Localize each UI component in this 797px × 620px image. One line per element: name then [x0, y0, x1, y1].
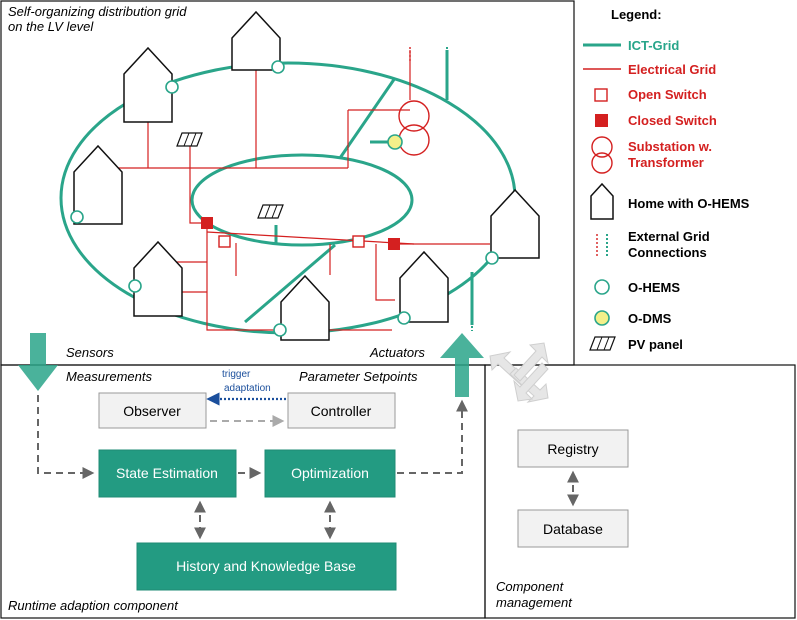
runtime-caption: Runtime adaption component [8, 598, 179, 613]
measurement-flow [37, 395, 95, 479]
closed-switch [201, 217, 213, 229]
observer-label: Observer [123, 403, 181, 419]
optimization-label: Optimization [291, 465, 369, 481]
database-box [517, 509, 629, 548]
legend-home-icon [590, 182, 614, 220]
pv-panel [257, 204, 284, 219]
house [490, 188, 540, 259]
component-panel [484, 364, 796, 619]
grid-title-line1: Self-organizing distribution grid [8, 4, 187, 19]
observer-box [98, 392, 207, 429]
house [133, 240, 183, 317]
legend-title: Legend: [611, 7, 662, 22]
ict-links [244, 50, 474, 325]
legend-transformer-icon [591, 136, 613, 174]
state-estimation-label: State Estimation [116, 465, 218, 481]
legend-transformer-label2: Transformer [628, 155, 704, 170]
house [123, 46, 173, 123]
parameter-setpoints-label: Parameter Setpoints [299, 369, 418, 384]
history-box [136, 542, 397, 591]
sensors-arrow [18, 333, 58, 391]
controller-label: Controller [311, 403, 372, 419]
legend-open-switch-label: Open Switch [628, 87, 707, 102]
open-switch [218, 235, 231, 248]
legend-pv-icon [589, 336, 616, 351]
component-link-arrows [489, 342, 549, 403]
state-estimation-box [98, 449, 237, 498]
legend-external-grid-icon [596, 234, 608, 258]
legend-closed-switch-icon [595, 114, 608, 127]
history-label: History and Knowledge Base [176, 558, 356, 574]
component-caption-line2: management [496, 595, 573, 610]
legend-electrical-label: Electrical Grid [628, 62, 716, 77]
ohems-nodes [70, 60, 499, 337]
open-switch [352, 235, 365, 248]
adaptation-label: adaptation [224, 383, 271, 394]
controller-box [287, 392, 396, 429]
legend-open-switch-icon [594, 88, 608, 102]
database-label: Database [543, 521, 603, 537]
registry-box [517, 429, 629, 468]
legend-external-grid-label1: External Grid [628, 229, 710, 244]
legend-pv-label: PV panel [628, 337, 683, 352]
legend-ohems-label: O-HEMS [628, 280, 680, 295]
substation-transformer [398, 100, 430, 156]
actuators-arrow [440, 333, 484, 397]
house [231, 10, 281, 71]
odms-node [387, 134, 403, 150]
legend-odms-icon [594, 310, 610, 326]
legend-odms-label: O-DMS [628, 311, 672, 326]
pv-panel [176, 132, 203, 147]
component-caption-line1: Component [496, 579, 565, 594]
legend-closed-switch-label: Closed Switch [628, 113, 717, 128]
legend-external-grid-label2: Connections [628, 245, 707, 260]
actuators-label: Actuators [369, 345, 425, 360]
legend-ohems-icon [594, 279, 610, 295]
grid-title-line2: on the LV level [8, 19, 94, 34]
measurements-label: Measurements [66, 369, 152, 384]
closed-switch [388, 238, 400, 250]
sensors-label: Sensors [66, 345, 114, 360]
external-grid-connections [409, 47, 473, 331]
trigger-label: trigger [222, 369, 251, 380]
legend-home-label: Home with O-HEMS [628, 196, 750, 211]
legend-transformer-label1: Substation w. [628, 139, 712, 154]
setpoint-flow [397, 399, 468, 474]
registry-label: Registry [547, 441, 598, 457]
optimization-box [264, 449, 396, 498]
house [399, 250, 449, 323]
ict-inner-ring [190, 153, 414, 247]
legend-ict-label: ICT-Grid [628, 38, 679, 53]
